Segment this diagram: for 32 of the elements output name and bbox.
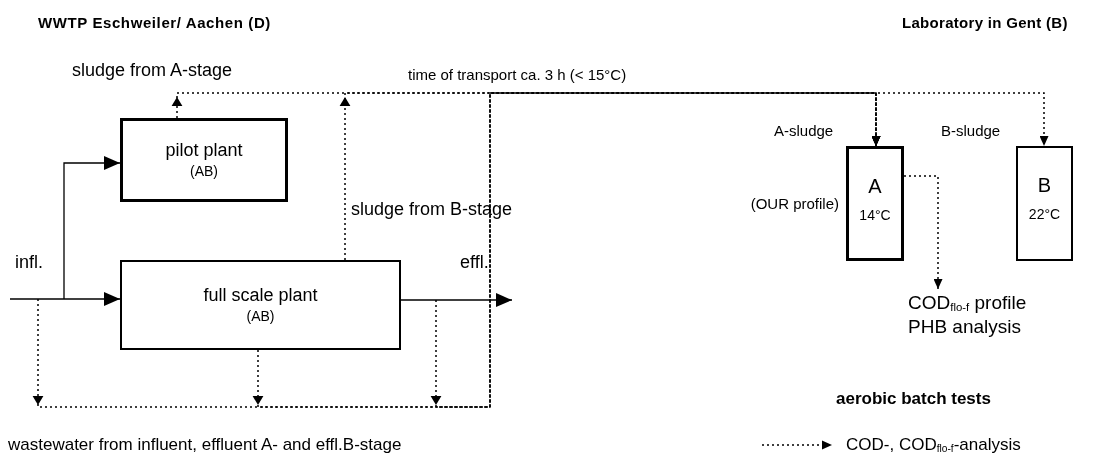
flow-label: infl. bbox=[15, 252, 43, 273]
flow-label: sludge from B-stage bbox=[351, 199, 513, 220]
legend-text: wastewater from influent, effluent A- and effl.B-stage bbox=[8, 435, 402, 455]
dotted-arrow bbox=[339, 92, 1049, 261]
box-label: B bbox=[1037, 174, 1052, 196]
side-note: (OUR profile) bbox=[750, 195, 839, 212]
flow-label: B-sludge bbox=[941, 122, 1001, 139]
note-text: time of transport ca. 3 h (< 15°C) bbox=[408, 66, 627, 83]
box-label: pilot plant bbox=[165, 141, 243, 161]
section-heading: aerobic batch tests bbox=[836, 389, 991, 409]
analysis-text: COD$_{flo-f}$ profile bbox=[908, 291, 1027, 315]
process-box bbox=[120, 118, 288, 202]
box-label: full scale plant bbox=[203, 286, 318, 306]
arrow bbox=[400, 293, 513, 307]
reactor-box bbox=[1016, 146, 1073, 261]
flow-label: A-sludge bbox=[774, 122, 834, 139]
arrow bbox=[63, 156, 121, 300]
dotted-arrow bbox=[430, 92, 881, 408]
site-heading: WWTP Eschweiler/ Aachen (D) bbox=[38, 14, 271, 31]
flow-label: effl. bbox=[460, 252, 489, 273]
analysis-text: PHB analysis bbox=[908, 314, 1022, 339]
box-sublabel: 22°C bbox=[1028, 206, 1061, 223]
box-sublabel: 14°C bbox=[859, 207, 891, 224]
site-heading: Laboratory in Gent (B) bbox=[902, 14, 1068, 31]
dotted-arrow bbox=[903, 175, 943, 290]
arrow bbox=[9, 292, 121, 306]
flow-label: sludge from A-stage bbox=[72, 60, 233, 81]
box-sublabel: (AB) bbox=[246, 307, 275, 324]
box-sublabel: (AB) bbox=[190, 162, 218, 179]
process-box bbox=[120, 260, 401, 350]
legend-text: COD-, COD$_{flo-f}$-analysis bbox=[846, 435, 1021, 455]
box-label: A bbox=[868, 175, 882, 197]
